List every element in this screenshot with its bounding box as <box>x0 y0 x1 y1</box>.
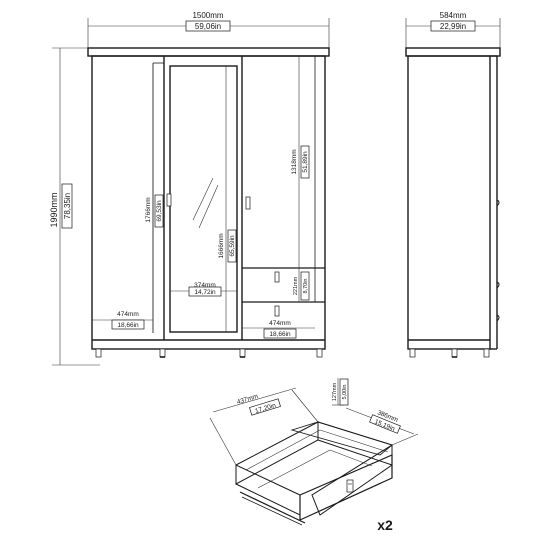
door-height-mm: 1766mm <box>145 197 152 222</box>
cabinet-body <box>91 55 326 350</box>
drawer-width-in-box-detail <box>249 398 281 416</box>
left-door-width-in-box <box>111 319 145 330</box>
drawer-width-mm-detail: 437mm <box>236 393 259 406</box>
drawer-height-in-detail: 5,00in <box>342 385 348 400</box>
side-foot-right <box>483 348 490 358</box>
left-door-width-mm: 474mm <box>117 311 139 318</box>
side-depth-in-box <box>430 20 476 32</box>
drawer-width-mm: 474mm <box>269 320 291 327</box>
foot-center-left <box>159 348 166 358</box>
overall-height-mm: 1990mm <box>49 192 59 227</box>
drawer-width-in-detail: 17,20in <box>254 402 277 415</box>
mirror-width-in: 14,72in <box>194 289 216 296</box>
drawer-back-wall <box>317 421 393 466</box>
overall-width-in: 59,06in <box>195 22 221 31</box>
drawer-width-in-box <box>263 328 297 339</box>
mirror-width-in-box <box>188 286 222 297</box>
mirror-height-mm: 1666mm <box>218 233 225 258</box>
drawer-detail: 437mm 17,20in 386mm 15,19in 127mm 5,00in… <box>209 378 419 533</box>
mirror-width-mm: 374mm <box>194 282 216 289</box>
overall-width-in-box <box>185 20 231 32</box>
side-view: 584mm 22,99in <box>405 11 501 358</box>
side-body <box>407 55 491 350</box>
foot-left <box>95 348 102 358</box>
door-height-in-box <box>154 194 164 228</box>
side-depth-mm: 584mm <box>440 11 467 20</box>
side-handle-3 <box>496 314 500 322</box>
drawer-front-panel <box>299 454 393 521</box>
left-door-width-in: 18,66in <box>117 322 139 329</box>
right-door-height-in-box <box>300 145 310 179</box>
drawer-quantity: x2 <box>377 517 393 533</box>
drawer-depth-in-box-detail <box>369 414 401 434</box>
mirror-reflection-2 <box>198 184 219 229</box>
drawer-handle-lower <box>274 305 280 317</box>
foot-right <box>316 348 323 358</box>
overall-height-in: 78,35in <box>63 193 72 219</box>
side-top-plate <box>405 47 501 57</box>
drawer-detail-handle <box>346 479 354 493</box>
door-handle-left <box>166 193 172 207</box>
door-height-in: 69,53in <box>156 200 163 222</box>
drawer-handle-upper <box>274 271 280 283</box>
foot-center-right <box>239 348 246 358</box>
drawer-width-in: 18,66in <box>269 331 291 338</box>
side-handle-1 <box>496 199 500 207</box>
drawer-height-in-box-detail <box>339 378 349 406</box>
mirror-height-in: 65,59in <box>229 235 236 257</box>
drawer-height-in-box <box>300 271 310 301</box>
overall-width-mm: 1500mm <box>192 11 223 20</box>
side-foot-left <box>409 348 416 358</box>
drawer-height-mm-detail: 127mm <box>332 382 338 401</box>
drawer-height-mm: 221mm <box>293 276 299 295</box>
drawer-height-in: 8,70in <box>303 279 309 294</box>
top-plate <box>87 47 330 57</box>
side-handle-2 <box>496 281 500 289</box>
side-depth-in: 22,99in <box>440 22 466 31</box>
mirror-height-in-box <box>227 229 237 263</box>
right-door-height-mm: 1318mm <box>291 149 298 174</box>
door-handle-right <box>245 196 251 210</box>
front-view: 1500mm 59,06in <box>49 11 330 366</box>
mirror-reflection-1 <box>192 177 214 221</box>
side-foot-center <box>451 348 458 358</box>
overall-height-in-box <box>61 183 73 229</box>
right-door-height-in: 51,89in <box>302 151 309 173</box>
